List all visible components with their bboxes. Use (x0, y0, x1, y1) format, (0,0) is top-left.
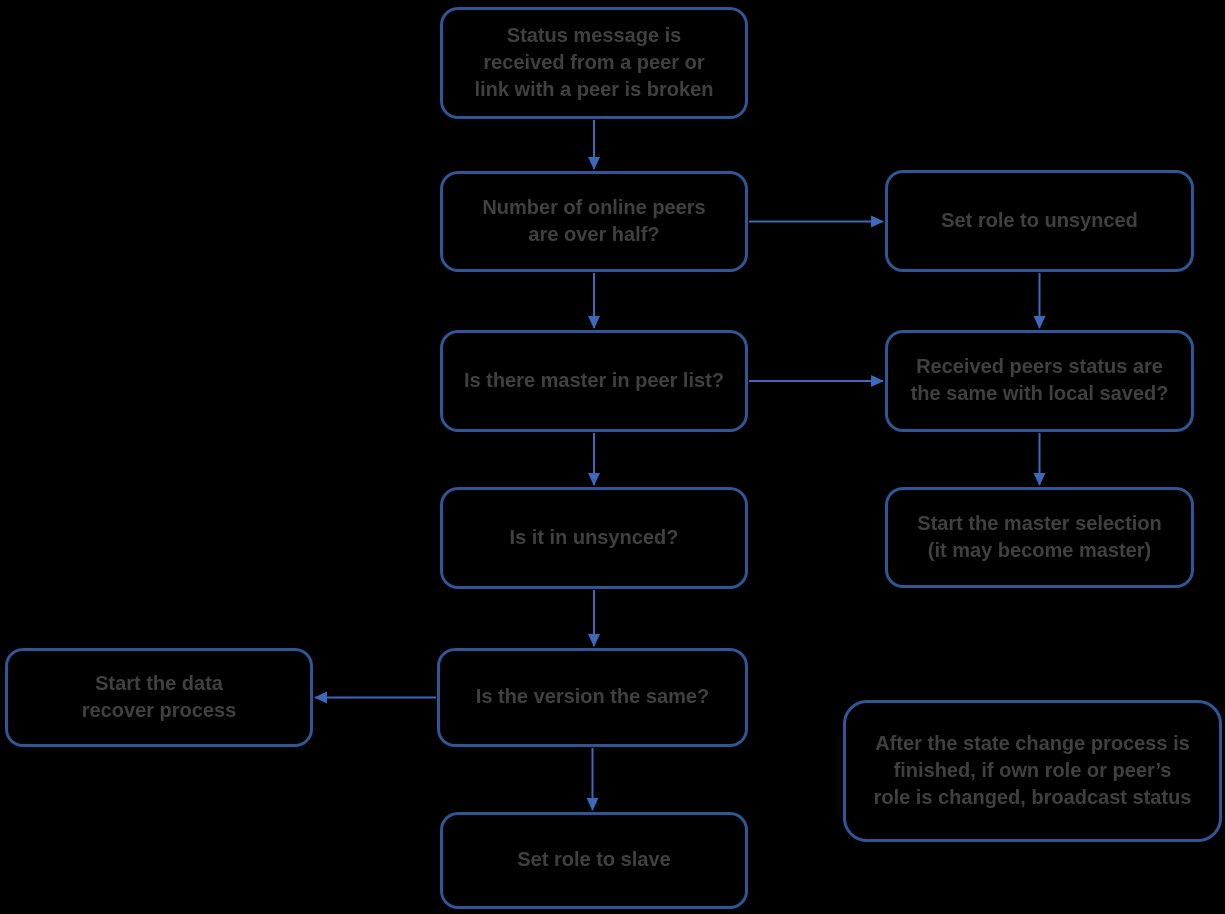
node-in-unsynced: Is it in unsynced? (440, 487, 748, 589)
node-status-received: Status message is received from a peer o… (440, 7, 748, 119)
node-data-recover: Start the data recover process (5, 648, 313, 747)
node-version-same: Is the version the same? (437, 648, 748, 747)
node-broadcast-note: After the state change process is finish… (843, 700, 1222, 842)
node-master-in-list: Is there master in peer list? (440, 330, 748, 432)
node-set-role-unsynced: Set role to unsynced (885, 170, 1194, 272)
node-peers-over-half: Number of online peers are over half? (440, 171, 748, 272)
node-master-selection: Start the master selection (it may becom… (885, 487, 1194, 588)
node-peers-status-same: Received peers status are the same with … (885, 330, 1194, 432)
node-set-role-slave: Set role to slave (440, 812, 748, 909)
